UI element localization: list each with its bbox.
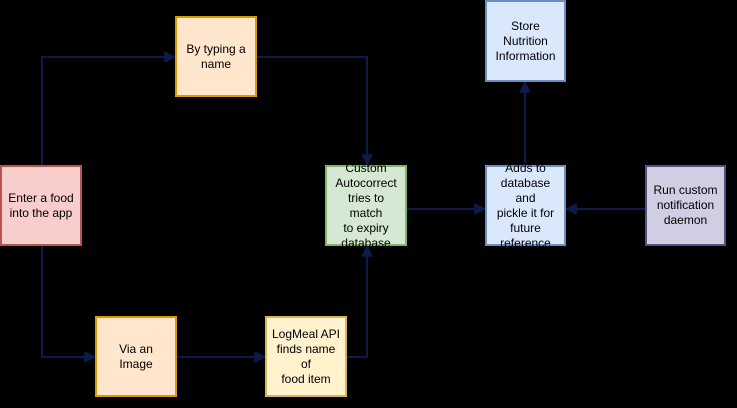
node-logmeal-api: LogMeal API finds name of food item <box>265 316 347 397</box>
node-store-nutrition-info: Store Nutrition Information <box>485 0 566 82</box>
edge-logmeal-to-autocorrect <box>347 244 373 358</box>
edges-layer <box>41 51 645 363</box>
node-run-notification-daemon: Run custom notification daemon <box>645 165 726 246</box>
node-adds-to-database: Adds to database and pickle it for futur… <box>485 161 566 250</box>
edge-enter-to-typing <box>41 51 177 165</box>
node-enter-a-food: Enter a food into the app <box>0 165 82 246</box>
edge-typing-to-autocorrect <box>257 56 373 167</box>
node-by-typing-a-name: By typing a name <box>175 16 257 97</box>
edge-enter-to-image <box>41 246 97 363</box>
node-via-an-image: Via an Image <box>95 316 177 397</box>
node-custom-autocorrect: Custom Autocorrect tries to match to exp… <box>325 161 407 250</box>
